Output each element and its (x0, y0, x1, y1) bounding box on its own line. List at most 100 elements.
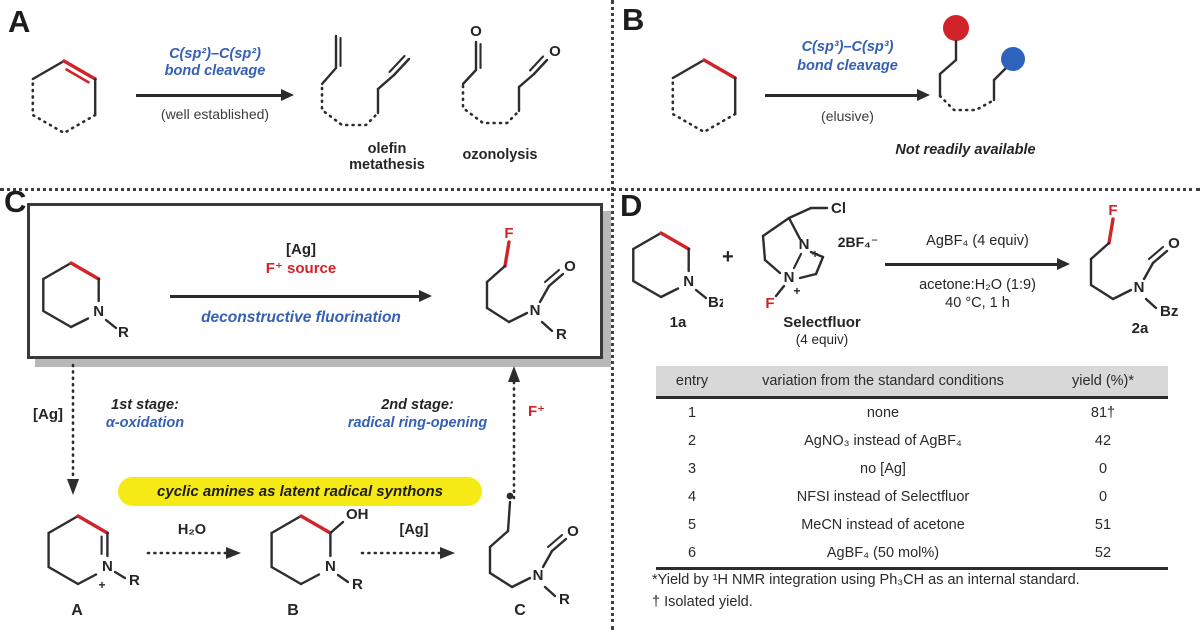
table-footnote-1: *Yield by ¹H NMR integration using Ph₃CH… (652, 572, 1080, 588)
bond-cleavage-text: bond cleavage (797, 58, 898, 74)
nitrogen-label: N (325, 558, 336, 575)
table-footnote-2: † Isolated yield. (652, 594, 753, 610)
arrow-note: (well established) (160, 106, 270, 122)
fluorine-cation-label: F⁺ (528, 403, 546, 420)
piperidine-substrate-structure: N R (42, 261, 129, 341)
nitrogen-label: N (93, 303, 104, 320)
table-row: 6 AgBF₄ (50 mol%) 52 (687, 545, 1112, 561)
counterion-label: 2BF₄⁻ (838, 234, 879, 250)
cyclohexane-structure (671, 58, 737, 134)
silver-mech-label: [Ag] (399, 522, 429, 538)
panel-a-reaction-arrow: C(sp²)–C(sp²) bond cleavage (well establ… (136, 46, 294, 122)
benzoyl-label: Bz (708, 294, 723, 311)
nitrogen-label: N (784, 269, 795, 286)
reaction-name: deconstructive fluorination (201, 309, 401, 326)
r-group-label: R (352, 576, 363, 593)
arrow (136, 89, 294, 101)
header-yield: yield (%)* (1071, 373, 1135, 389)
hydroxyl-label: OH (346, 506, 369, 523)
conditions-top: AgBF₄ (4 equiv) (926, 233, 1029, 249)
r-group-label: R (556, 326, 567, 343)
fluorine-label: F (504, 225, 513, 242)
red-terminus-dot (943, 15, 969, 41)
ring-opened-product-structure (938, 15, 1025, 112)
cyclohexene-structure (31, 59, 97, 135)
oxygen-label: O (1168, 235, 1180, 252)
product-2a-label: 2a (1131, 320, 1149, 337)
table-row: 2 AgNO₃ instead of AgBF₄ 42 (687, 433, 1112, 449)
panel-a-label: A (8, 4, 31, 39)
selectfluor-structure: Cl N + N + F 2BF₄⁻ (761, 200, 879, 312)
silver-label: [Ag] (286, 241, 316, 258)
mech-dashed-arrow-2 (360, 547, 455, 559)
silver-step-label: [Ag] (33, 406, 63, 423)
table-row: 3 no [Ag] 0 (687, 461, 1108, 477)
reagent-caption: Selectfluor (4 equiv) (783, 314, 861, 347)
carbon-radical-structure: N O R (488, 492, 579, 608)
oxygen-label: O (470, 23, 482, 40)
benzoyl-label: Bz (1160, 303, 1178, 320)
second-stage-dashed-arrow (508, 366, 520, 500)
panel-b-product-note: Not readily available (895, 142, 1036, 158)
radical-dot (506, 492, 514, 500)
intermediate-b-label: B (287, 602, 299, 619)
table-row: 1 none 81† (687, 405, 1116, 421)
table-bottom-rule (656, 567, 1168, 570)
dialdehyde-structure: O O (461, 23, 561, 125)
product2-label: ozonolysis (462, 147, 538, 163)
substrate-1a-structure: N Bz (632, 231, 723, 311)
nitrogen-label: N (530, 302, 541, 319)
table-row: 4 NFSI instead of Selectfluor 0 (687, 489, 1108, 505)
bond-cleavage-type: C(sp²)–C(sp²) (169, 46, 261, 62)
panel-b-reaction-arrow: C(sp³)–C(sp³) bond cleavage (elusive) (765, 38, 930, 124)
panel-c-label: C (4, 184, 27, 219)
r-group-label: R (129, 572, 140, 589)
header-variation: variation from the standard conditions (762, 373, 1004, 389)
bond-cleavage-type: C(sp³)–C(sp³) (801, 39, 894, 55)
hemiaminal-intermediate-structure: OH N R (270, 506, 369, 593)
fluorinated-product-structure: F N O R (485, 225, 576, 343)
panel-d-label: D (620, 188, 643, 223)
arrow (765, 89, 930, 101)
plus-charge: + (98, 578, 105, 592)
product-2a-structure: F N O Bz (1089, 202, 1180, 320)
panel-divider-vertical (611, 0, 614, 630)
iminium-intermediate-structure: N + R (47, 514, 140, 592)
fluorine-label: F (765, 295, 774, 312)
mech-dashed-arrow-1 (146, 547, 241, 559)
highlight-banner: cyclic amines as latent radical synthons (118, 477, 482, 506)
r-group-label: R (559, 591, 570, 608)
fluorine-label: F (1108, 202, 1117, 219)
water-label: H₂O (177, 522, 207, 538)
oxygen-label: O (567, 523, 579, 540)
nitrogen-label: N (102, 558, 113, 575)
chlorine-label: Cl (831, 200, 846, 217)
r-group-label: R (118, 324, 129, 341)
stage2-caption: 2nd stage: radical ring-opening (347, 397, 488, 431)
fluorine-source-label: F⁺ source (265, 260, 337, 277)
oxygen-label: O (549, 43, 561, 60)
arrow (170, 290, 432, 302)
panel-d-reaction-arrow: AgBF₄ (4 equiv) acetone:H₂O (1:9) 40 °C,… (885, 232, 1070, 312)
nitrogen-label: N (683, 273, 694, 290)
table-row: 5 MeCN instead of acetone 51 (687, 517, 1112, 533)
product1-label: olefin metathesis (349, 141, 425, 173)
nitrogen-label: N (1134, 279, 1145, 296)
intermediate-a-label: A (71, 602, 83, 619)
substrate-1a-label: 1a (669, 314, 687, 331)
blue-terminus-dot (1001, 47, 1025, 71)
stage1-caption: 1st stage: α-oxidation (105, 397, 185, 431)
headline-scheme-box (27, 203, 603, 359)
conditions-temp: 40 °C, 1 h (945, 295, 1010, 311)
conditions-solvent: acetone:H₂O (1:9) (919, 277, 1036, 293)
panel-divider-horizontal (0, 188, 1200, 191)
diene-structure (320, 34, 411, 127)
plus-charge: + (793, 284, 800, 298)
first-stage-dashed-arrow (67, 363, 79, 495)
intermediate-c-label: C (514, 602, 526, 619)
arrow-note: (elusive) (821, 108, 874, 124)
plus-sign: + (722, 246, 734, 268)
bond-cleavage-text: bond cleavage (164, 63, 266, 79)
nitrogen-label: N (799, 236, 810, 253)
